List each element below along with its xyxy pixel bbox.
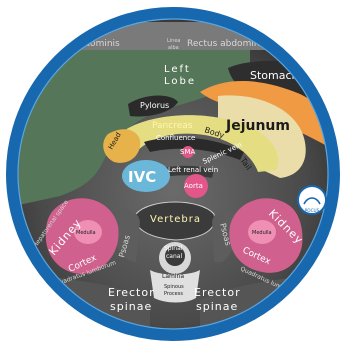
logo-text: POCUS xyxy=(305,208,320,213)
linea-alba-label-2: alba xyxy=(168,45,179,51)
logo-badge: POCUS xyxy=(298,186,326,214)
left-lobe-label-2: Lobe xyxy=(164,76,196,87)
spinous-label-2: Process xyxy=(164,291,183,297)
jejunum-label: Jejunum xyxy=(225,118,290,134)
confluence-label: Confluence xyxy=(156,134,195,142)
linea-alba-label-1: Linea xyxy=(167,38,180,44)
vertebra-label: Vertebra xyxy=(150,214,201,225)
sma-label: SMA xyxy=(180,148,195,156)
erector-right-label-1: Erector xyxy=(194,286,241,299)
left-lobe-label-1: Left xyxy=(164,64,191,75)
spinous-label-1: Spinous xyxy=(164,284,184,290)
medulla-right-label: Medulla xyxy=(252,230,272,236)
spinal-canal-label-2: canal xyxy=(166,253,182,260)
aorta-label: Aorta xyxy=(184,182,203,190)
lamina-label: Lamina xyxy=(162,273,184,280)
pancreas-label: Pancreas xyxy=(152,121,193,131)
left-renal-vein-label: Left renal vein xyxy=(168,166,218,174)
pylorus-label: Pylorus xyxy=(140,101,169,110)
erector-right-label-2: spinae xyxy=(196,300,238,313)
erector-left-label-2: spinae xyxy=(110,300,152,313)
ivc-label: IVC xyxy=(128,168,156,186)
medulla-left-label: Medulla xyxy=(76,230,96,236)
erector-left-label-1: Erector xyxy=(108,286,155,299)
spinal-canal-label-1: Spinal xyxy=(164,245,183,252)
